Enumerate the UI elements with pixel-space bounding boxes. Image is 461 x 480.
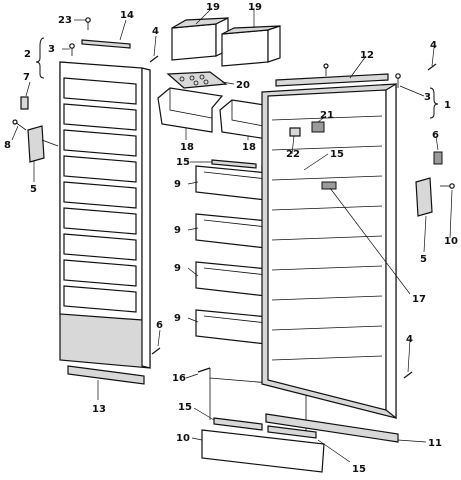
clip-6-right [433, 151, 443, 165]
top-trim-12 [275, 73, 389, 87]
callout-5-left: 5 [30, 184, 37, 195]
top-trim-14 [81, 39, 131, 49]
hinge-pin-4-right-bottom [403, 371, 413, 379]
upper-bins-19 [171, 17, 281, 67]
callout-13: 13 [92, 404, 106, 415]
callout-12: 12 [360, 50, 374, 61]
sensor-17 [321, 181, 337, 190]
callout-19-a: 19 [206, 2, 220, 13]
bracket-22 [289, 127, 301, 137]
callout-4-right-top: 4 [430, 40, 437, 51]
callout-4-left: 4 [152, 26, 159, 37]
callout-20: 20 [236, 80, 250, 91]
callout-17: 17 [412, 294, 426, 305]
callout-15-d: 15 [352, 464, 366, 475]
screw-3-right [395, 73, 401, 88]
door-handle-right [415, 177, 433, 217]
callout-9-d: 9 [174, 313, 181, 324]
callout-9-b: 9 [174, 225, 181, 236]
callout-9-a: 9 [174, 179, 181, 190]
callout-8: 8 [4, 140, 11, 151]
callout-6-right: 6 [432, 130, 439, 141]
callout-labels: 23 14 2 3 4 7 8 5 6 13 19 19 20 18 18 15… [4, 2, 458, 475]
screw-8 [12, 119, 27, 131]
callout-15-a: 15 [176, 157, 190, 168]
brace-2 [35, 37, 45, 79]
leader-lines [11, 7, 453, 463]
callout-4-right-bottom: 4 [406, 334, 413, 345]
callout-23: 23 [58, 15, 72, 26]
screw-10-right [440, 183, 455, 189]
callout-6-left: 6 [156, 320, 163, 331]
callout-18-b: 18 [242, 142, 256, 153]
bottom-trim-11 [265, 413, 399, 443]
left-door [12, 17, 161, 385]
callout-10-bottom: 10 [176, 433, 190, 444]
callout-15-b: 15 [330, 149, 344, 160]
callout-19-b: 19 [248, 2, 262, 13]
callout-22: 22 [286, 149, 300, 160]
brace-1 [429, 87, 439, 119]
screw-top-right [323, 63, 329, 76]
callout-14: 14 [120, 10, 134, 21]
egg-tray-20 [166, 71, 228, 89]
door-inner-ribs [271, 115, 383, 361]
callout-21: 21 [320, 110, 334, 121]
callout-10-right: 10 [444, 236, 458, 247]
latch-21 [311, 121, 325, 133]
door-handle-left [27, 125, 45, 163]
callout-18-a: 18 [180, 142, 194, 153]
callout-16: 16 [172, 373, 186, 384]
bottom-shelf-10 [201, 417, 325, 473]
callout-3-left: 3 [48, 44, 55, 55]
right-door [261, 63, 455, 443]
callout-11: 11 [428, 438, 442, 449]
hinge-pin-4-left [149, 55, 159, 63]
callout-7: 7 [23, 72, 30, 83]
door-rack-panels [63, 77, 137, 313]
bottom-trim-13 [67, 365, 145, 385]
clip-7 [20, 96, 29, 110]
callout-5-right: 5 [420, 254, 427, 265]
callout-2: 2 [24, 49, 31, 60]
callout-9-c: 9 [174, 263, 181, 274]
hinge-pin-6-left [151, 347, 161, 355]
callout-3-right: 3 [424, 92, 431, 103]
hinge-pin-4-right-top [427, 63, 437, 71]
callout-15-c: 15 [178, 402, 192, 413]
screw-23 [85, 17, 91, 30]
callout-1: 1 [444, 100, 451, 111]
screw-3-left [69, 43, 75, 56]
